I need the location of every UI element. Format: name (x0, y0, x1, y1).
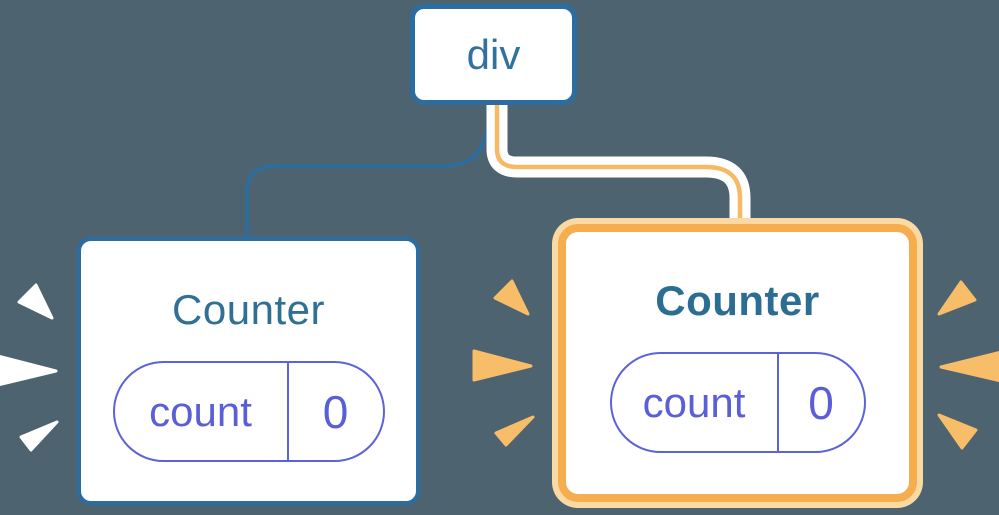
burst-marks-right-counter-outer (937, 280, 999, 450)
burst-mark-icon (493, 279, 530, 316)
burst-mark-icon (937, 413, 978, 450)
edge-div-to-left-counter (245, 103, 491, 240)
state-key: count (642, 378, 746, 426)
state-pill: count 0 (112, 361, 385, 462)
burst-mark-icon (472, 349, 533, 382)
state-pill: count 0 (609, 352, 866, 453)
counter-title: Counter (655, 277, 820, 324)
state-value: 0 (776, 354, 864, 451)
burst-mark-icon (937, 280, 977, 316)
burst-mark-icon (0, 354, 58, 387)
edge-div-to-right-counter (494, 100, 743, 226)
state-key: count (149, 387, 252, 435)
edge-div-to-right-counter-casing (486, 100, 751, 226)
burst-marks-right-counter-inner (472, 279, 535, 447)
tree-node-div: div (410, 4, 577, 105)
counter-card-left-content: Counter count 0 (81, 241, 416, 501)
burst-mark-icon (19, 420, 59, 452)
counter-card-right-glow: Counter count 0 (552, 218, 923, 508)
counter-card-right: Counter count 0 (558, 224, 917, 502)
counter-card-right-content: Counter count 0 (566, 232, 909, 494)
burst-mark-icon (494, 415, 535, 447)
burst-mark-icon (939, 350, 999, 383)
tree-node-div-label: div (466, 30, 521, 78)
state-value: 0 (286, 363, 383, 460)
burst-mark-icon (17, 283, 54, 320)
counter-title: Counter (172, 286, 325, 333)
burst-marks-left-counter (0, 283, 59, 452)
counter-card-left: Counter count 0 (77, 237, 420, 505)
